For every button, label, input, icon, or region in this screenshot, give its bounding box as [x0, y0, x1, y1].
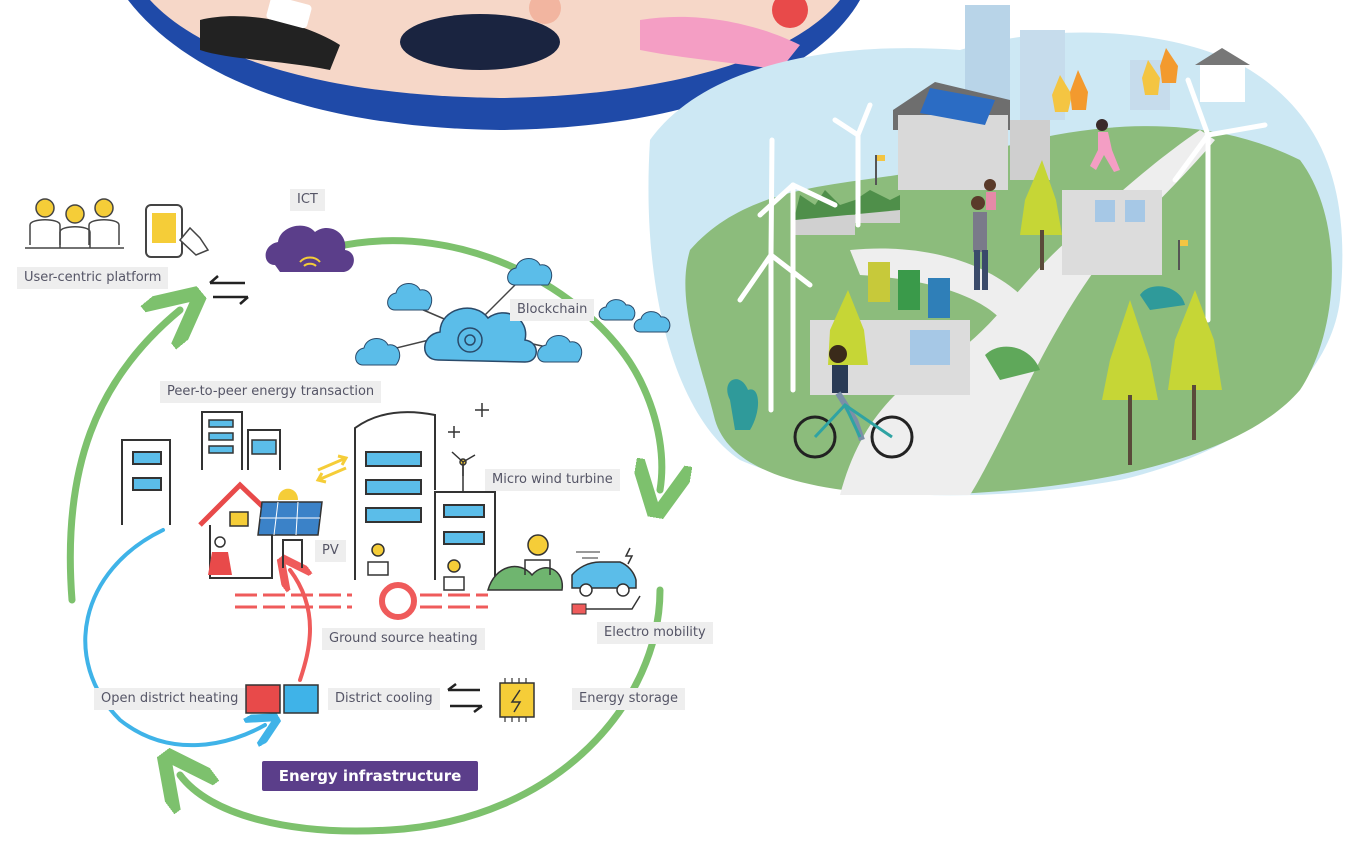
cycle-arrow-top-right — [326, 237, 662, 490]
user-centric-platform-label: User-centric platform — [17, 267, 169, 289]
district-cooling-label: District cooling — [328, 688, 440, 710]
ground-source-heating-label: Ground source heating — [322, 628, 485, 650]
house-with-solar-icon — [198, 481, 323, 579]
hills-person-icon — [487, 534, 563, 591]
blockchain-label: Blockchain — [510, 299, 595, 321]
buildings-cluster — [121, 411, 496, 580]
smart-district-landscape — [648, 5, 1343, 496]
energy-cycle-arrows — [66, 237, 664, 835]
blockchain-network-icon — [355, 258, 671, 366]
p2p-transaction-label: Peer-to-peer energy transaction — [160, 381, 382, 403]
tablet-touch-icon — [145, 204, 210, 258]
exchange-arrows-icon — [209, 275, 249, 305]
ground-source-heating-arrow — [290, 570, 310, 682]
micro-wind-turbine-icon — [448, 403, 489, 492]
micro-wind-turbine-label: Micro wind turbine — [485, 469, 620, 491]
users-icon — [25, 198, 124, 249]
heating-cooling-blocks — [245, 684, 319, 714]
resident-icons — [367, 543, 465, 591]
pv-label: PV — [315, 540, 346, 562]
meeting-illustration — [128, 0, 860, 130]
open-district-heating-arrow — [83, 528, 265, 748]
electro-mobility-label: Electro mobility — [597, 622, 713, 644]
storage-exchange-arrows-icon — [447, 683, 483, 713]
ict-label: ICT — [290, 189, 325, 211]
ict-cloud-icon — [265, 225, 354, 272]
battery-chip-icon — [499, 678, 535, 722]
electric-car-icon — [571, 547, 641, 615]
energy-infrastructure-title: Energy infrastructure — [262, 761, 478, 791]
cycle-arrow-left — [66, 310, 180, 604]
energy-storage-label: Energy storage — [572, 688, 686, 710]
open-district-heating-label: Open district heating — [94, 688, 246, 710]
energy-sharing-arrows-icon — [315, 454, 349, 484]
ground-source-pipeline — [235, 582, 488, 620]
cycle-arrow-bottom — [180, 586, 664, 835]
